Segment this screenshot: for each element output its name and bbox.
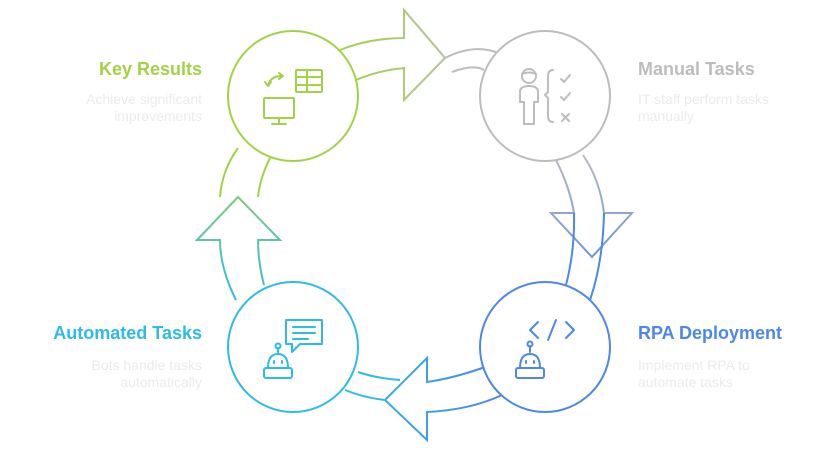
- person-checklist-icon: [519, 68, 571, 125]
- key-results-description-line1: Achieve significant: [86, 91, 202, 107]
- arrow-automated-tasks-to-key-results: [194, 195, 283, 301]
- automated-tasks-description-line2: automatically: [120, 374, 202, 390]
- key-results-title: Key Results: [98, 59, 202, 79]
- monitor-table-icon: [263, 69, 323, 125]
- manual-tasks-title: Manual Tasks: [638, 59, 755, 79]
- robot-chat-icon: [263, 319, 323, 379]
- robot-code-icon: [515, 319, 575, 379]
- manual-tasks-description: IT staff perform tasks manually: [638, 91, 828, 125]
- automated-tasks-description-line1: Bots handle tasks: [91, 357, 202, 373]
- key-results-description: Achieve significant improvements: [40, 91, 202, 125]
- key-results-circle: [227, 30, 359, 162]
- automated-tasks-description: Bots handle tasks automatically: [22, 357, 202, 391]
- automated-tasks-title: Automated Tasks: [53, 323, 202, 343]
- rpa-deployment-title: RPA Deployment: [638, 323, 783, 343]
- rpa-deployment-circle: [479, 281, 611, 413]
- manual-tasks-description-line1: IT staff perform tasks: [638, 91, 769, 107]
- arrow-key-results-to-manual-tasks: [339, 7, 447, 103]
- rpa-deployment-description-line1: Implement RPA to: [638, 357, 750, 373]
- key-results-description-line2: improvements: [114, 108, 202, 124]
- arrow-manual-tasks-to-rpa-deployment: [548, 154, 635, 259]
- rpa-deployment-description: Implement RPA to automate tasks: [638, 357, 828, 391]
- arrow-rpa-deployment-to-automated-tasks: [383, 355, 503, 443]
- rpa-deployment-description-line2: automate tasks: [638, 374, 733, 390]
- manual-tasks-description-line2: manually: [638, 108, 695, 124]
